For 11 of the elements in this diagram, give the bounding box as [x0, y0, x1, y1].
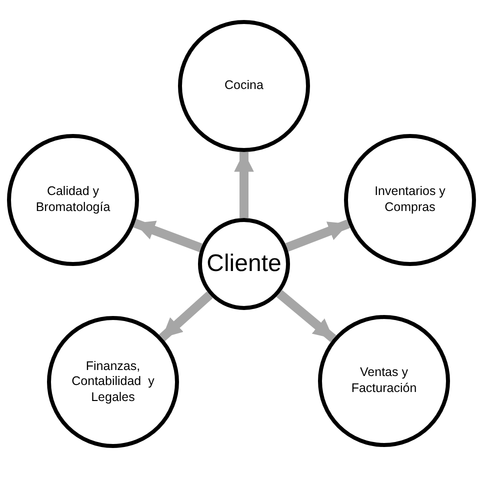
block-arrow	[276, 290, 336, 342]
node-label: Finanzas, Contabilidad y Legales	[70, 358, 156, 406]
block-arrow	[159, 291, 213, 342]
node-label: Cocina	[224, 78, 264, 94]
node-label: Calidad y Bromatología	[34, 184, 112, 216]
node-label: Inventarios y Compras	[374, 184, 446, 216]
node-label: Ventas y Facturación	[350, 365, 418, 397]
block-arrow	[285, 220, 350, 252]
node-label: Cliente	[206, 249, 282, 279]
block-arrow	[234, 152, 254, 218]
block-arrow	[133, 218, 202, 252]
